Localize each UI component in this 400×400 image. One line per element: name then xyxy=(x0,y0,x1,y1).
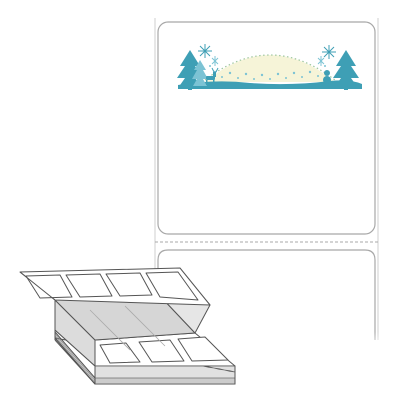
pine-tree-icon xyxy=(177,50,203,90)
pine-tree-icon xyxy=(192,60,208,86)
snow-ground xyxy=(178,80,362,89)
next-label xyxy=(157,249,376,340)
bottom-sheet-labels xyxy=(94,332,236,367)
snow-dots xyxy=(209,65,326,80)
snowflake-icon xyxy=(317,56,325,66)
snowman-icon xyxy=(323,70,331,84)
top-sheet-label xyxy=(65,273,113,298)
top-sheet xyxy=(19,267,211,306)
pine-tree-icon xyxy=(333,50,359,90)
snowflake-icon xyxy=(211,56,219,66)
snowflake-icon xyxy=(322,45,336,59)
snowflake-icon xyxy=(198,44,212,58)
reindeer-icon xyxy=(206,67,219,85)
top-sheet-label xyxy=(145,271,199,301)
top-sheet-label xyxy=(25,274,73,299)
winter-banner xyxy=(177,44,362,90)
top-sheet-label xyxy=(105,272,153,297)
